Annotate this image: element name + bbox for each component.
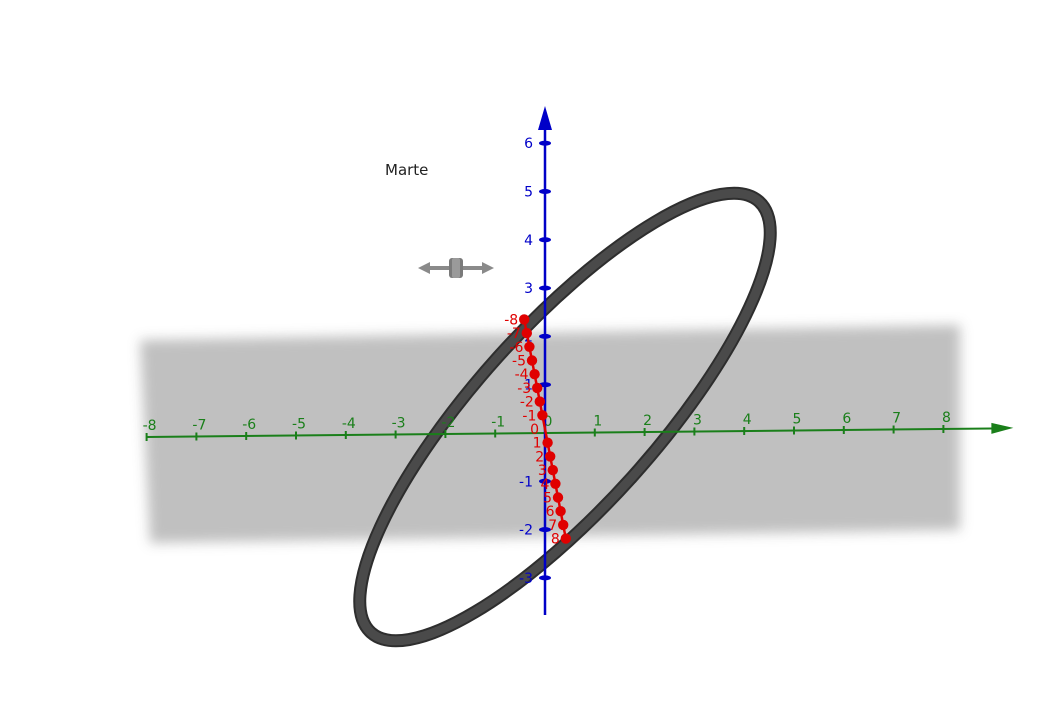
y-tick [519, 314, 530, 325]
y-tick-label: 8 [551, 532, 560, 548]
z-axis-arrow [538, 106, 552, 130]
y-tick-label: -2 [520, 395, 534, 411]
object-label-marte: Marte [385, 161, 429, 179]
y-tick-label: 1 [533, 436, 542, 452]
x-tick-label: 2 [643, 413, 652, 429]
y-tick-label: -1 [522, 408, 536, 424]
x-tick-label: 3 [693, 413, 702, 429]
z-tick [539, 527, 551, 533]
y-tick [558, 519, 569, 531]
y-tick [526, 355, 538, 366]
y-tick [547, 464, 558, 476]
x-tick-label: -2 [441, 415, 455, 431]
x-tick-label: -7 [192, 418, 206, 434]
z-axis: -3-2-1123456 [519, 106, 552, 615]
y-tick-label: 5 [543, 491, 552, 507]
y-tick-label: 6 [546, 504, 555, 520]
y-tick [552, 492, 564, 503]
y-tick [529, 369, 540, 380]
z-tick-label: 6 [524, 136, 533, 152]
y-tick [545, 451, 556, 462]
z-tick-label: 4 [524, 233, 533, 249]
x-axis-line [146, 427, 1004, 438]
x-tick-label: 6 [842, 411, 851, 427]
z-tick-label: 1 [524, 378, 533, 394]
move-arrows-icon[interactable] [418, 258, 494, 278]
x-tick-label: -1 [491, 415, 505, 431]
orbit-ellipse[interactable] [304, 141, 826, 692]
x-tick-label: 1 [593, 414, 602, 430]
z-tick [539, 140, 551, 146]
y-tick [560, 533, 571, 544]
y-tick-label: -8 [504, 312, 518, 328]
y-tick-label: 0 [530, 422, 539, 438]
y-tick-label: -4 [515, 367, 529, 383]
y-tick-label: -3 [517, 381, 531, 397]
y-tick [542, 437, 553, 448]
z-tick [539, 189, 551, 194]
x-tick-label: -8 [143, 418, 157, 434]
y-tick-label: -7 [507, 326, 521, 342]
y-tick-label: -5 [512, 354, 526, 370]
x-tick-label: -3 [392, 416, 406, 432]
z-tick-label: -3 [519, 571, 533, 587]
x-tick-label: 4 [743, 412, 752, 428]
y-tick-label: 4 [540, 477, 549, 493]
y-tick [537, 410, 548, 421]
z-tick [539, 478, 551, 484]
x-tick-label: -4 [342, 416, 356, 432]
x-tick-label: -5 [292, 417, 306, 433]
y-tick [524, 341, 535, 352]
z-tick [539, 575, 551, 581]
y-tick-label: 2 [535, 449, 544, 465]
z-tick [539, 333, 551, 339]
x-tick-label: 7 [892, 411, 901, 427]
z-tick [539, 285, 551, 291]
y-tick-label: -6 [509, 340, 523, 356]
x-tick-label: 8 [942, 410, 951, 426]
x-tick-label: 0 [544, 414, 553, 430]
y-tick-label: 7 [548, 518, 557, 534]
x-tick-label: 5 [793, 412, 802, 428]
y-tick [550, 478, 561, 489]
y-tick [532, 382, 543, 394]
x-axis-arrow [991, 422, 1014, 434]
xy-plane [140, 325, 960, 543]
y-tick [521, 327, 532, 339]
z-tick-label: -2 [519, 523, 533, 539]
x-tick-label: -6 [242, 417, 256, 433]
z-tick [539, 237, 551, 243]
z-tick-label: -1 [519, 474, 533, 490]
z-tick-label: 5 [524, 185, 533, 201]
y-tick [555, 506, 566, 517]
y-tick [534, 396, 545, 407]
y-tick-label: 3 [538, 463, 547, 479]
z-tick-label: 3 [524, 281, 533, 297]
